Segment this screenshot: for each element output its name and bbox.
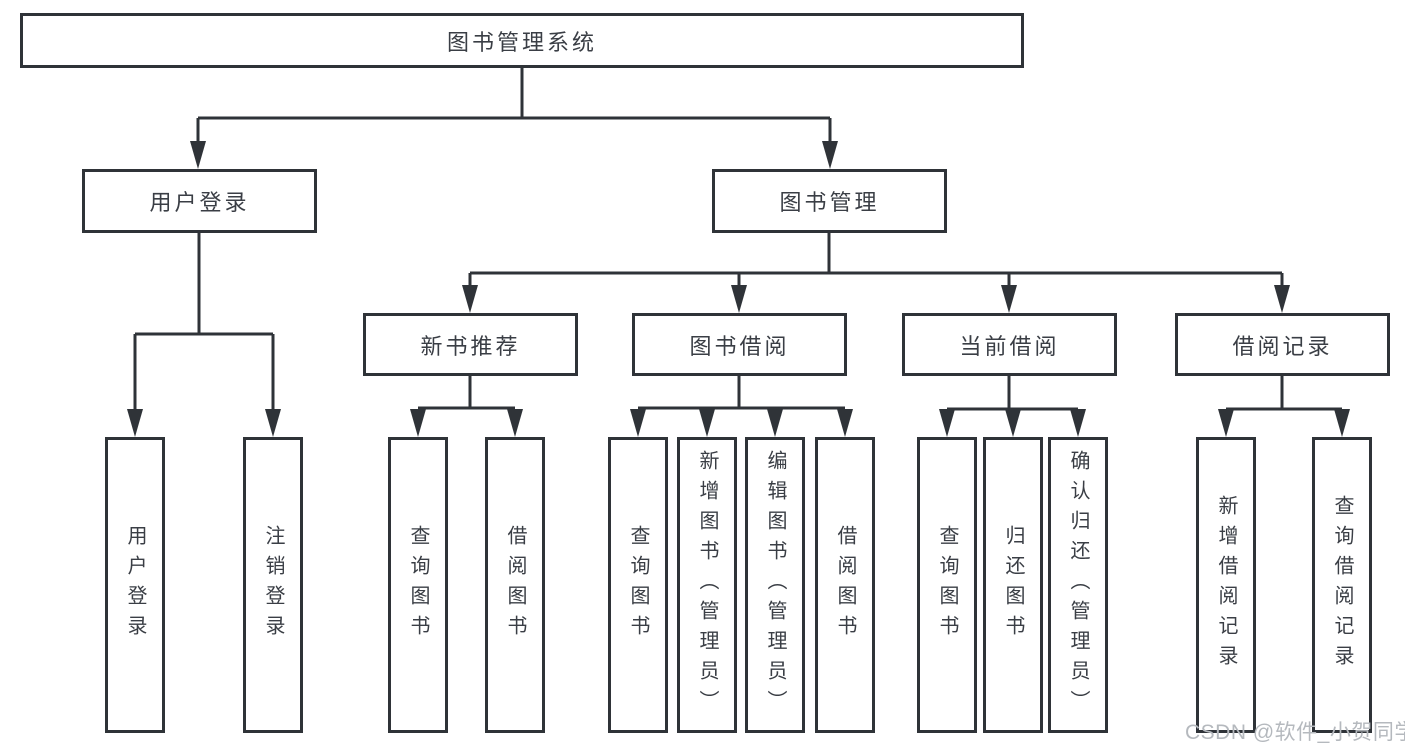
connector-book-borrow-children <box>638 376 845 410</box>
node-leaf-add-borrow-record: 新增借阅记录 <box>1196 437 1256 733</box>
connector-borrow-records-children <box>1226 376 1342 411</box>
watermark: CSDN @软件_小贺同学 <box>1185 721 1405 744</box>
node-leaf-query-books-borrow: 查询图书 <box>608 437 668 733</box>
connector-book-management-children <box>468 233 1284 290</box>
node-leaf-query-books-recommend-label: 查询图书 <box>407 525 429 645</box>
node-leaf-logout: 注销登录 <box>243 437 303 733</box>
node-leaf-add-borrow-record-label: 新增借阅记录 <box>1215 495 1237 675</box>
connector-user-login-children <box>133 233 275 414</box>
node-leaf-return-book: 归还图书 <box>983 437 1043 733</box>
node-book-borrow-label: 图书借阅 <box>689 333 790 359</box>
node-book-management-label: 图书管理 <box>779 190 880 215</box>
node-leaf-add-book-admin: 新增图书（管理员） <box>677 437 737 733</box>
node-leaf-query-books-recommend: 查询图书 <box>388 437 448 733</box>
node-user-login: 用户登录 <box>82 169 317 233</box>
node-leaf-user-login: 用户登录 <box>105 437 165 733</box>
node-leaf-edit-book-admin: 编辑图书（管理员） <box>745 437 805 733</box>
connector-root-to-level2 <box>196 68 832 146</box>
node-leaf-borrow-books-label: 借阅图书 <box>834 525 856 645</box>
node-leaf-confirm-return-admin: 确认归还（管理员） <box>1048 437 1108 733</box>
node-leaf-user-login-label: 用户登录 <box>124 525 146 645</box>
node-book-management: 图书管理 <box>712 169 947 233</box>
node-root-label: 图书管理系统 <box>446 29 597 55</box>
node-current-borrow-label: 当前借阅 <box>959 333 1060 359</box>
node-leaf-query-books-current-label: 查询图书 <box>936 525 958 645</box>
node-leaf-return-book-label: 归还图书 <box>1002 525 1024 645</box>
node-new-book-recommend-label: 新书推荐 <box>420 333 521 359</box>
connector-new-book-children <box>418 376 515 410</box>
node-leaf-add-book-admin-label: 新增图书（管理员） <box>696 450 718 720</box>
node-leaf-query-borrow-record-label: 查询借阅记录 <box>1331 495 1353 675</box>
node-current-borrow: 当前借阅 <box>902 313 1117 376</box>
node-leaf-query-books-borrow-label: 查询图书 <box>627 525 649 645</box>
node-leaf-borrow-books: 借阅图书 <box>815 437 875 733</box>
connector-current-borrow-children <box>947 376 1078 411</box>
node-leaf-logout-label: 注销登录 <box>262 525 284 645</box>
node-leaf-confirm-return-admin-label: 确认归还（管理员） <box>1067 450 1089 720</box>
node-leaf-borrow-books-recommend: 借阅图书 <box>485 437 545 733</box>
node-borrow-records: 借阅记录 <box>1175 313 1390 376</box>
node-book-borrow: 图书借阅 <box>632 313 847 376</box>
arrowheads <box>127 141 1350 437</box>
node-leaf-borrow-books-recommend-label: 借阅图书 <box>504 525 526 645</box>
node-leaf-edit-book-admin-label: 编辑图书（管理员） <box>764 450 786 720</box>
node-new-book-recommend: 新书推荐 <box>363 313 578 376</box>
node-borrow-records-label: 借阅记录 <box>1232 333 1333 359</box>
node-leaf-query-books-current: 查询图书 <box>917 437 977 733</box>
node-root: 图书管理系统 <box>20 13 1024 68</box>
node-leaf-query-borrow-record: 查询借阅记录 <box>1312 437 1372 733</box>
node-user-login-label: 用户登录 <box>149 190 250 215</box>
